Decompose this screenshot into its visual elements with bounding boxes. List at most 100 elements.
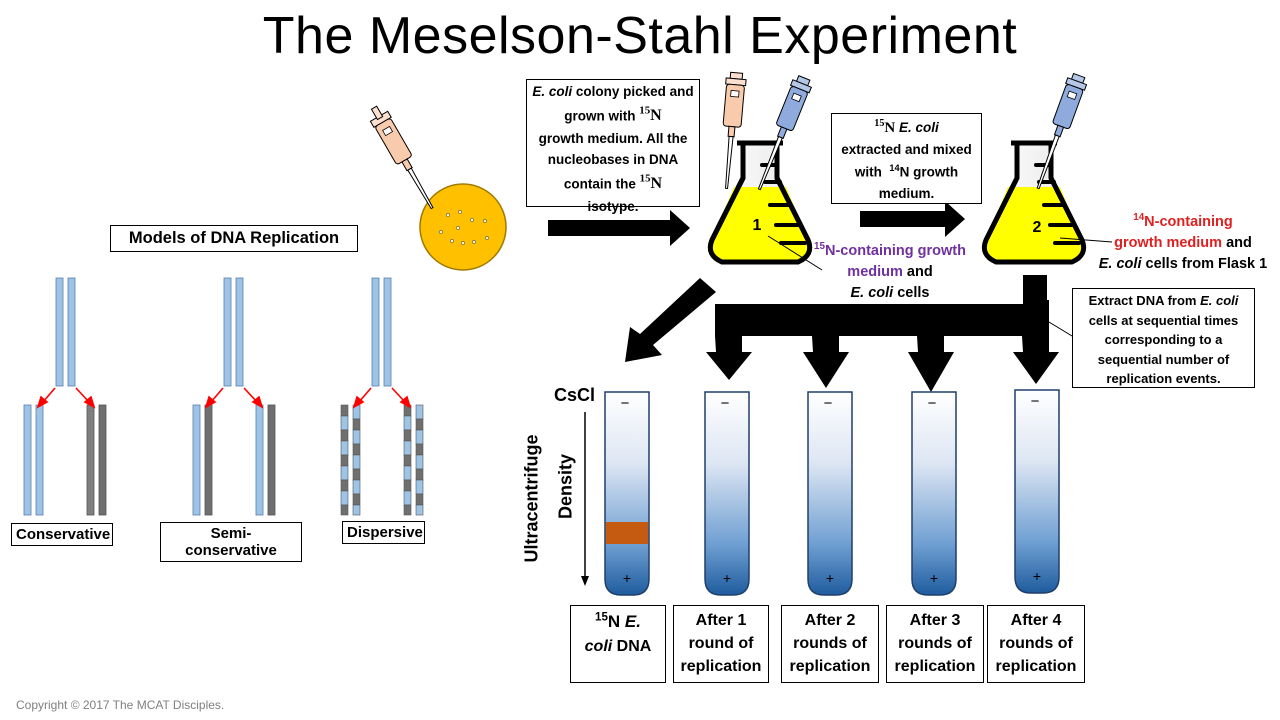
label-semi-conservative: Semi-conservative <box>160 522 302 562</box>
ultracentrifuge-label: Ultracentrifuge <box>521 434 542 563</box>
label-conservative: Conservative <box>11 523 113 546</box>
minus-sign: − <box>1031 393 1040 410</box>
step1-line6: isotype. <box>587 199 639 215</box>
plus-sign: + <box>1033 568 1041 584</box>
copyright-footer: Copyright © 2017 The MCAT Disciples. <box>16 698 225 712</box>
tube-label-0-line1: N <box>607 612 625 631</box>
step2-line2: extracted and mixed <box>841 142 972 158</box>
isotope-15: 15 <box>595 611 608 624</box>
minus-sign: − <box>721 395 730 412</box>
centrifuge-tube: −+ <box>1014 389 1060 594</box>
extract-line2: cells at sequential times <box>1088 312 1239 328</box>
flask-1: 1 <box>707 140 823 271</box>
ecoli-italic: E. coli <box>850 284 894 301</box>
tube-label-4: After 4 rounds of replication <box>987 605 1085 683</box>
tube-label-2-line1: After 2 <box>804 612 856 629</box>
isotope-15: 15 <box>814 241 825 252</box>
isotope-14: 14 <box>1133 212 1145 223</box>
pipette-blue-2 <box>1036 72 1088 190</box>
extract-description: Extract DNA from E. coli cells at sequen… <box>1072 288 1255 388</box>
tube-label-2-line3: replication <box>789 658 871 676</box>
tube-label-3-line2: rounds of <box>898 635 972 653</box>
flask-2: 2 <box>981 140 1113 265</box>
flask-2-cells: cells from Flask 1 <box>1141 255 1268 272</box>
arrow-to-flask-1 <box>548 210 690 246</box>
split-arrows <box>36 387 412 409</box>
ecoli-italic: coli <box>584 637 613 655</box>
flask-1-number: 1 <box>753 217 762 234</box>
extract-line1: Extract DNA from <box>1088 293 1201 308</box>
centrifuge-tube: −+ <box>807 391 853 596</box>
tube-label-2: After 2 rounds of replication <box>781 605 879 683</box>
isotope-15: 15 <box>639 104 651 117</box>
tube-label-3-line3: replication <box>894 658 976 676</box>
ecoli-italic: E. coli <box>1098 255 1142 272</box>
cscl-label: CsCl <box>554 385 596 405</box>
ecoli-italic: E. <box>624 612 641 631</box>
flask-2-medium-1: N-containing <box>1144 213 1233 230</box>
flask-2-label: 14N-containing growth medium and E. coli… <box>1098 211 1268 275</box>
flask-1-cells: cells <box>893 284 930 301</box>
tube-label-2-line2: rounds of <box>793 635 867 653</box>
flask-2-medium-2: growth medium <box>1114 234 1223 251</box>
density-arrow <box>581 412 589 586</box>
nitrogen-symbol: N <box>650 175 663 193</box>
flask-1-label: 15N-containing growth medium and E. coli… <box>810 240 970 304</box>
distribution-bar <box>715 304 1049 336</box>
petri-dish <box>419 183 507 271</box>
tube-label-3: After 3 rounds of replication <box>886 605 984 683</box>
extract-line5: replication events. <box>1106 371 1221 386</box>
tube-label-4-line2: rounds of <box>999 635 1073 653</box>
isotope-14: 14 <box>889 163 900 174</box>
step1-line4: nucleobases in DNA <box>547 151 679 167</box>
arrow-to-first-tube <box>625 278 716 362</box>
density-label: Density <box>555 453 576 520</box>
plus-sign: + <box>723 570 731 586</box>
flask-2-number: 2 <box>1033 219 1042 236</box>
plus-sign: + <box>826 570 834 586</box>
tube-label-0: 15N E. coli DNA <box>570 605 666 683</box>
nitrogen-symbol: N <box>650 107 662 125</box>
isotope-15: 15 <box>639 172 651 185</box>
minus-sign: − <box>824 395 833 412</box>
dispersive-daughters <box>340 404 424 516</box>
step2-description: 15N E. coli extracted and mixed with 14N… <box>831 113 982 204</box>
tube-body <box>704 391 750 596</box>
extract-line4: sequential number of <box>1097 351 1230 367</box>
minus-sign: − <box>621 395 630 412</box>
step2-line4: medium. <box>878 185 935 201</box>
plus-sign: + <box>930 570 938 586</box>
centrifuge-tube: −+ <box>604 391 650 596</box>
replication-models <box>23 277 392 516</box>
tube-label-1-line3: replication <box>680 658 762 676</box>
tube-body <box>911 391 957 596</box>
step1-description: E. coli colony picked and grown with 15N… <box>526 79 700 214</box>
minus-sign: − <box>928 395 937 412</box>
slide-title: The Meselson-Stahl Experiment <box>262 7 1018 65</box>
tube-label-0-line2: DNA <box>612 637 652 655</box>
tube-label-1-line2: round of <box>688 635 754 653</box>
nitrogen-symbol: N <box>884 120 899 136</box>
plus-sign: + <box>623 570 631 586</box>
step1-line1: colony picked and <box>572 84 694 99</box>
distribution-down-arrows <box>706 336 1059 392</box>
tube-label-1-line1: After 1 <box>695 612 747 629</box>
tube-label-4-line1: After 4 <box>1010 612 1062 629</box>
pipette-orange <box>722 71 747 190</box>
tube-body <box>807 391 853 596</box>
dna-band <box>605 522 649 544</box>
step1-line3: growth medium. All the <box>538 131 688 147</box>
centrifuge-tube: −+ <box>911 391 957 596</box>
ecoli-italic: E. coli <box>899 120 939 135</box>
ecoli-italic: E. coli <box>532 84 573 99</box>
label-dispersive: Dispersive <box>342 521 425 544</box>
isotope-15: 15 <box>874 118 885 129</box>
extract-line3: corresponding to a <box>1104 332 1223 347</box>
step2-with: with <box>854 164 882 180</box>
tube-label-1: After 1 round of replication <box>673 605 769 683</box>
tube-body <box>604 391 650 596</box>
process-arrows <box>548 201 1059 392</box>
flask-1-medium: N-containing growth medium <box>825 242 966 280</box>
